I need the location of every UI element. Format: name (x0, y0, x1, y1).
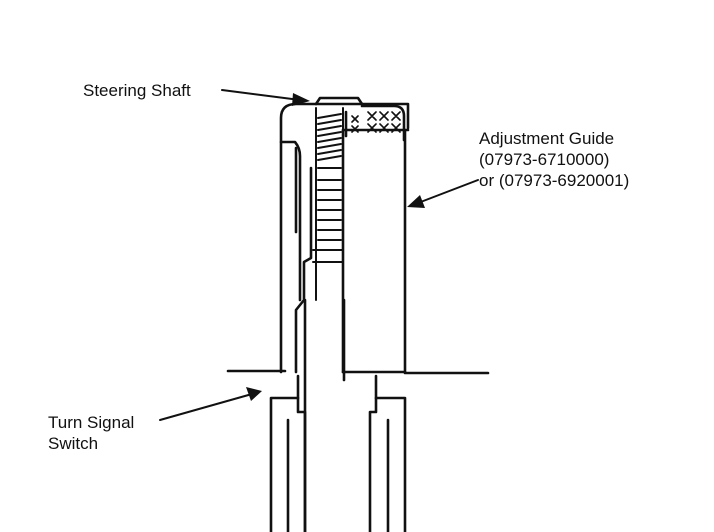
guide-cap (314, 96, 406, 142)
adjustment-guide-leader (417, 179, 479, 204)
adjustment-guide-label: Adjustment Guide (07973-6710000) or (079… (479, 128, 629, 191)
turn-signal-switch-line-1: Turn Signal (48, 413, 135, 432)
steering-shaft-stub (303, 298, 346, 532)
turn-signal-switch-line-2: Switch (48, 434, 99, 453)
knurled-nut (351, 111, 401, 133)
adjustment-guide-part-number-2: or (07973-6920001) (479, 171, 630, 190)
turn-signal-arrowhead (246, 387, 262, 401)
turn-signal-switch-body (269, 374, 407, 532)
adjustment-guide-title: Adjustment Guide (479, 129, 615, 148)
shaft-threads (312, 107, 344, 301)
turn-signal-switch-label: Turn Signal Switch (48, 412, 134, 454)
adjustment-guide-arrowhead (407, 195, 425, 208)
leader-lines (159, 89, 479, 421)
adjustment-guide-part-number-1: (07973-6710000) (479, 150, 610, 169)
steering-shaft-leader (221, 89, 301, 101)
steering-shaft-label: Steering Shaft (83, 81, 191, 100)
turn-signal-leader (159, 393, 253, 421)
steering-shaft-arrowhead (292, 93, 310, 106)
